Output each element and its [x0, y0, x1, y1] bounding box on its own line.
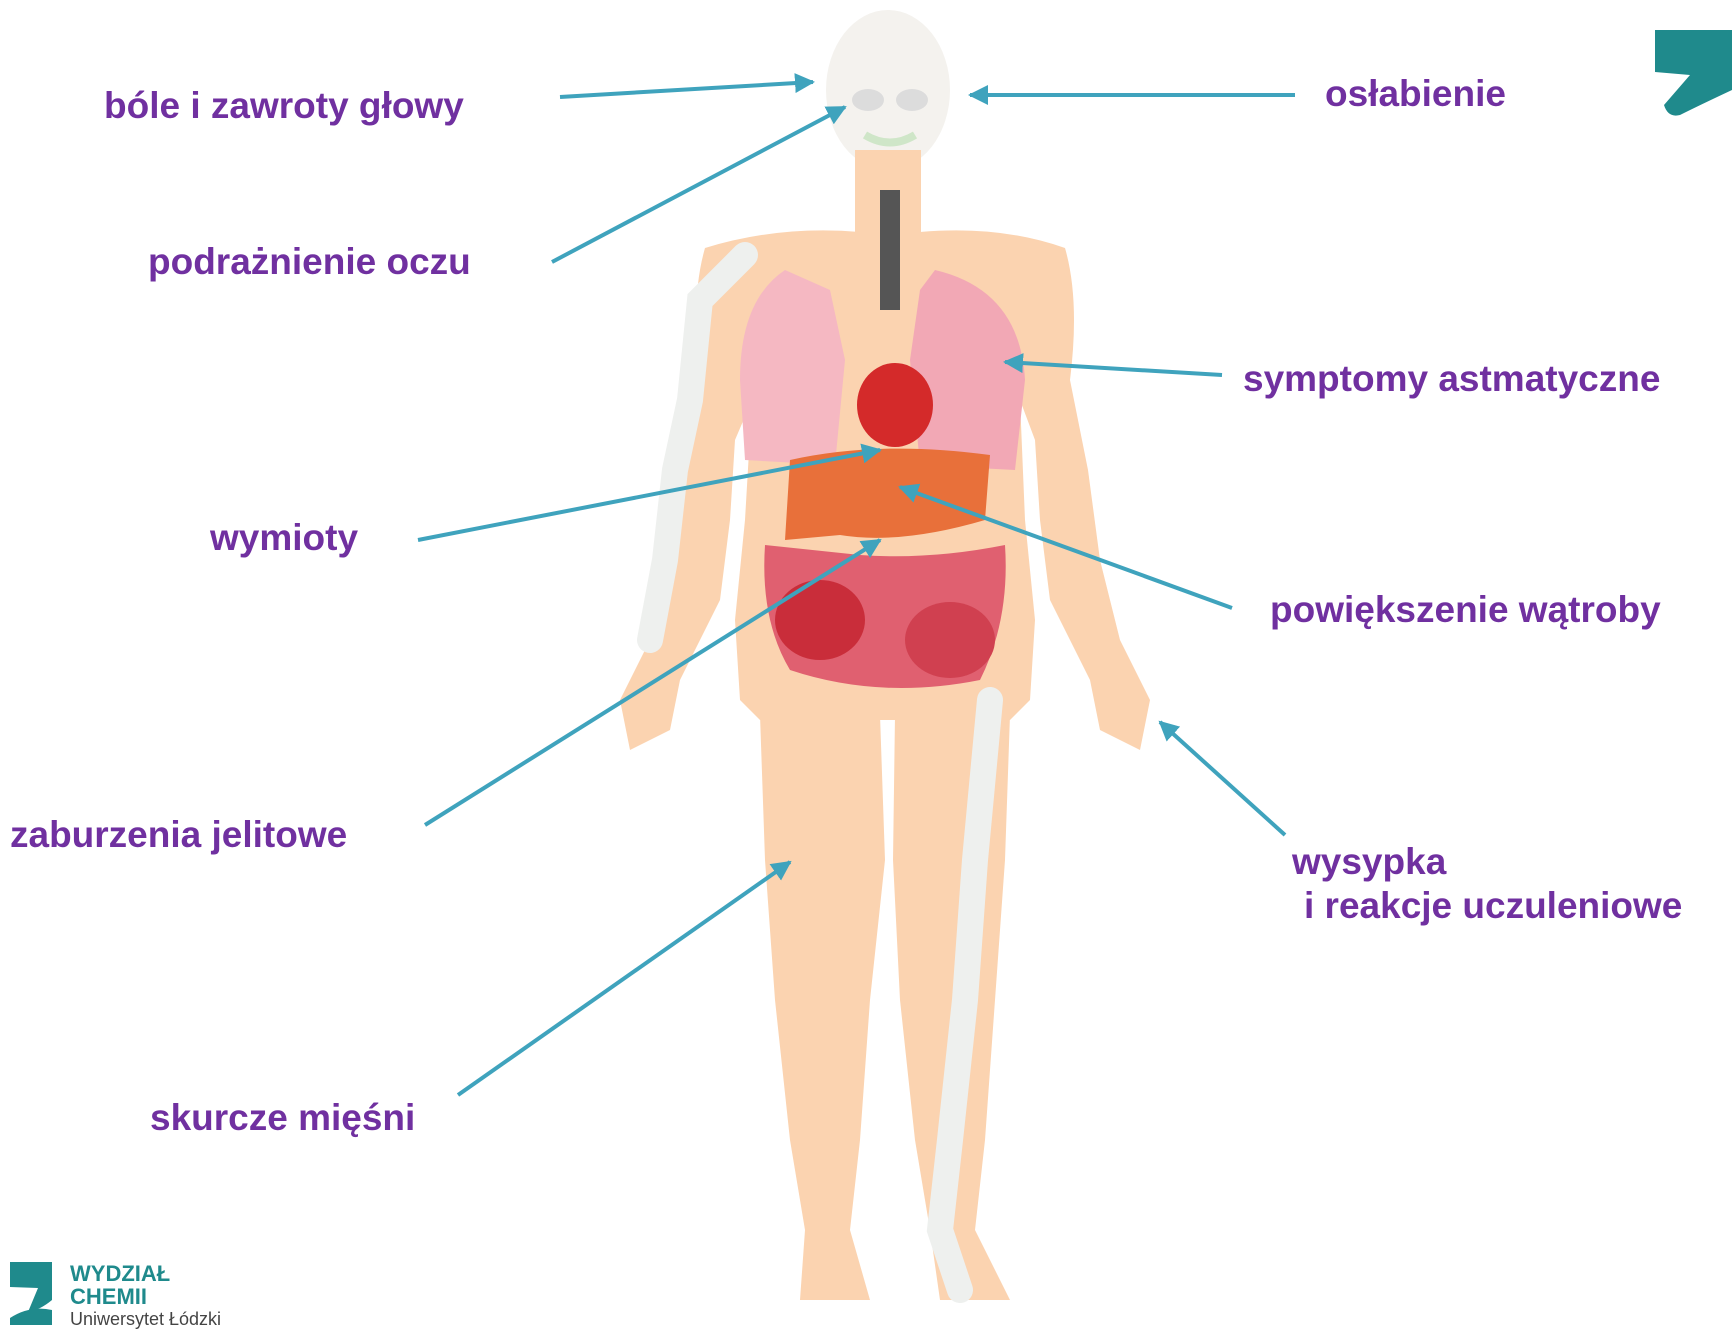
brand-logo-mark	[1655, 30, 1732, 116]
logo-line3: Uniwersytet Łódzki	[70, 1308, 221, 1331]
logo-line2: CHEMII	[70, 1285, 221, 1308]
label-eye-irritation: podrażnienie oczu	[148, 240, 471, 284]
faculty-logo: WYDZIAŁ CHEMII Uniwersytet Łódzki	[70, 1262, 221, 1331]
label-vomiting: wymioty	[210, 516, 358, 560]
label-headache: bóle i zawroty głowy	[104, 84, 464, 128]
label-asthma: symptomy astmatyczne	[1243, 357, 1660, 401]
label-intestinal: zaburzenia jelitowe	[10, 813, 347, 857]
label-rash-line1: wysypka	[1292, 840, 1682, 884]
arrow-cramps	[458, 862, 790, 1095]
logo-line1: WYDZIAŁ	[70, 1262, 221, 1285]
arrow-headache	[560, 82, 813, 97]
label-rash-line2: i reakcje uczuleniowe	[1292, 884, 1682, 928]
arrow-rash	[1160, 722, 1285, 835]
label-cramps: skurcze mięśni	[150, 1096, 415, 1140]
label-weakness: osłabienie	[1325, 72, 1506, 116]
label-liver: powiększenie wątroby	[1270, 588, 1661, 632]
label-rash: wysypka i reakcje uczuleniowe	[1292, 840, 1682, 928]
faculty-logo-icon	[10, 1262, 52, 1312]
